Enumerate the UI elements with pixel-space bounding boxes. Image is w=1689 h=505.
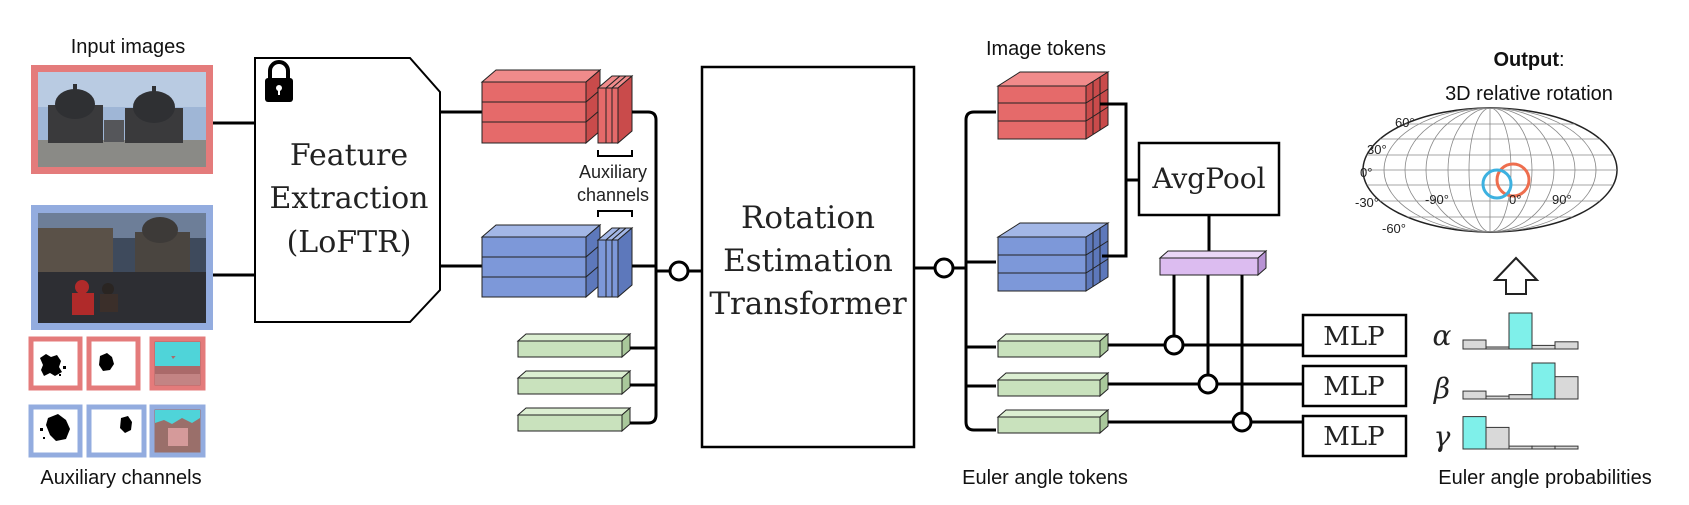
aux-thumb-blue-2 xyxy=(86,404,147,458)
hist-alpha-bar-3 xyxy=(1508,312,1533,350)
hist-beta-bar-3 xyxy=(1508,394,1533,400)
lon-tick-0: 0° xyxy=(1509,192,1521,207)
hist-gamma-bar-4 xyxy=(1531,445,1556,450)
concat-node-left xyxy=(668,260,690,282)
red-aux-slabs xyxy=(596,74,634,145)
hist-gamma-bar-5 xyxy=(1554,445,1579,450)
rotation-estimation-transformer-block: Rotation Estimation Transformer xyxy=(700,65,916,449)
lat-tick-30: 30° xyxy=(1367,142,1387,157)
distributor-right xyxy=(964,110,996,432)
aux-bracket-top xyxy=(597,150,633,157)
lat-tick-0: 0° xyxy=(1360,165,1372,180)
hist-gamma-bar-2 xyxy=(1485,426,1510,450)
aux-bracket-label-line1: Auxiliary xyxy=(579,162,647,182)
hist-alpha-bar-2 xyxy=(1485,346,1510,350)
concat-node-1 xyxy=(1163,334,1185,356)
green-token-left-2 xyxy=(516,369,632,396)
euler-token-3 xyxy=(996,408,1110,435)
output-subtitle: 3D relative rotation xyxy=(1445,83,1613,105)
mlp-label-2: MLP xyxy=(1323,372,1384,402)
hist-gamma-bar-3 xyxy=(1508,445,1533,450)
image-tokens-label: Image tokens xyxy=(986,38,1106,60)
feature-extraction-line2: Extraction xyxy=(270,181,429,216)
hist-gamma-bar-1 xyxy=(1462,416,1487,450)
green-token-left-1 xyxy=(516,332,632,359)
green-token-left-3 xyxy=(516,406,632,433)
mlp-label-3: MLP xyxy=(1323,422,1384,452)
feature-extraction-line3: (LoFTR) xyxy=(287,225,412,260)
prediction-circle-blue xyxy=(1481,168,1513,200)
mlp-label-1: MLP xyxy=(1323,322,1384,352)
aux-thumb-red-2 xyxy=(86,336,141,391)
aux-thumb-blue-3 xyxy=(149,404,206,458)
hist-beta-bar-2 xyxy=(1485,395,1510,400)
rotation-sphere-map: 60° 30° 0° -30° -60° -90° 0° 90° xyxy=(1355,107,1618,236)
auxiliary-channels-label: Auxiliary channels xyxy=(40,467,201,489)
feature-extraction-line1: Feature xyxy=(290,138,408,173)
avgpool-block: AvgPool xyxy=(1137,141,1281,217)
blue-aux-slabs xyxy=(596,226,634,299)
euler-token-2 xyxy=(996,371,1110,398)
red-image-tokens xyxy=(996,71,1110,140)
red-feature-stack xyxy=(480,68,634,145)
alpha-symbol: α xyxy=(1433,319,1452,352)
up-arrow-icon xyxy=(1492,256,1540,295)
hist-alpha-bar-5 xyxy=(1554,341,1579,350)
ret-line2: Estimation xyxy=(723,243,893,279)
lon-tick-minus90: -90° xyxy=(1425,192,1449,207)
aux-thumb-red-3 xyxy=(149,336,206,391)
avgpool-label: AvgPool xyxy=(1151,162,1265,195)
hist-beta-bar-1 xyxy=(1462,390,1487,400)
mlp-box-2: MLP xyxy=(1301,364,1408,408)
blue-image-tokens xyxy=(996,222,1110,292)
aux-thumb-red-1 xyxy=(28,336,83,391)
prediction-circle-red xyxy=(1495,162,1531,198)
input-image-1 xyxy=(31,65,213,174)
beta-symbol: β xyxy=(1433,372,1450,405)
lat-tick-60: 60° xyxy=(1395,115,1415,130)
aux-bracket-label-line2: channels xyxy=(577,185,649,205)
gamma-symbol: γ xyxy=(1434,420,1451,453)
feature-extraction-block: Feature Extraction (LoFTR) xyxy=(254,57,441,323)
lat-tick-minus60: -60° xyxy=(1382,221,1406,236)
hist-alpha-bar-4 xyxy=(1531,344,1556,350)
pooled-token xyxy=(1158,249,1268,277)
concat-node-3 xyxy=(1231,411,1253,433)
mlp-box-1: MLP xyxy=(1301,313,1408,358)
aux-bracket-bottom xyxy=(597,210,633,217)
hist-beta-bar-4 xyxy=(1531,362,1556,400)
input-image-2 xyxy=(31,205,213,330)
split-node xyxy=(933,257,955,279)
hist-alpha-bar-1 xyxy=(1462,339,1487,350)
blue-feature-stack xyxy=(480,223,634,299)
ret-line1: Rotation xyxy=(741,200,875,236)
concat-node-2 xyxy=(1197,373,1219,395)
input-images-label: Input images xyxy=(71,36,186,58)
euler-token-1 xyxy=(996,332,1110,359)
output-title: Output: xyxy=(1493,49,1564,71)
lock-icon xyxy=(265,60,293,102)
lon-tick-90: 90° xyxy=(1552,192,1572,207)
lat-tick-minus30: -30° xyxy=(1355,195,1379,210)
mlp-box-3: MLP xyxy=(1301,414,1408,458)
euler-histograms xyxy=(1462,312,1579,450)
ret-line3: Transformer xyxy=(709,286,907,322)
hist-beta-bar-5 xyxy=(1554,376,1579,400)
euler-angle-tokens-label: Euler angle tokens xyxy=(962,467,1128,489)
aux-thumb-blue-1 xyxy=(28,404,83,458)
euler-angle-probabilities-label: Euler angle probabilities xyxy=(1438,467,1651,489)
